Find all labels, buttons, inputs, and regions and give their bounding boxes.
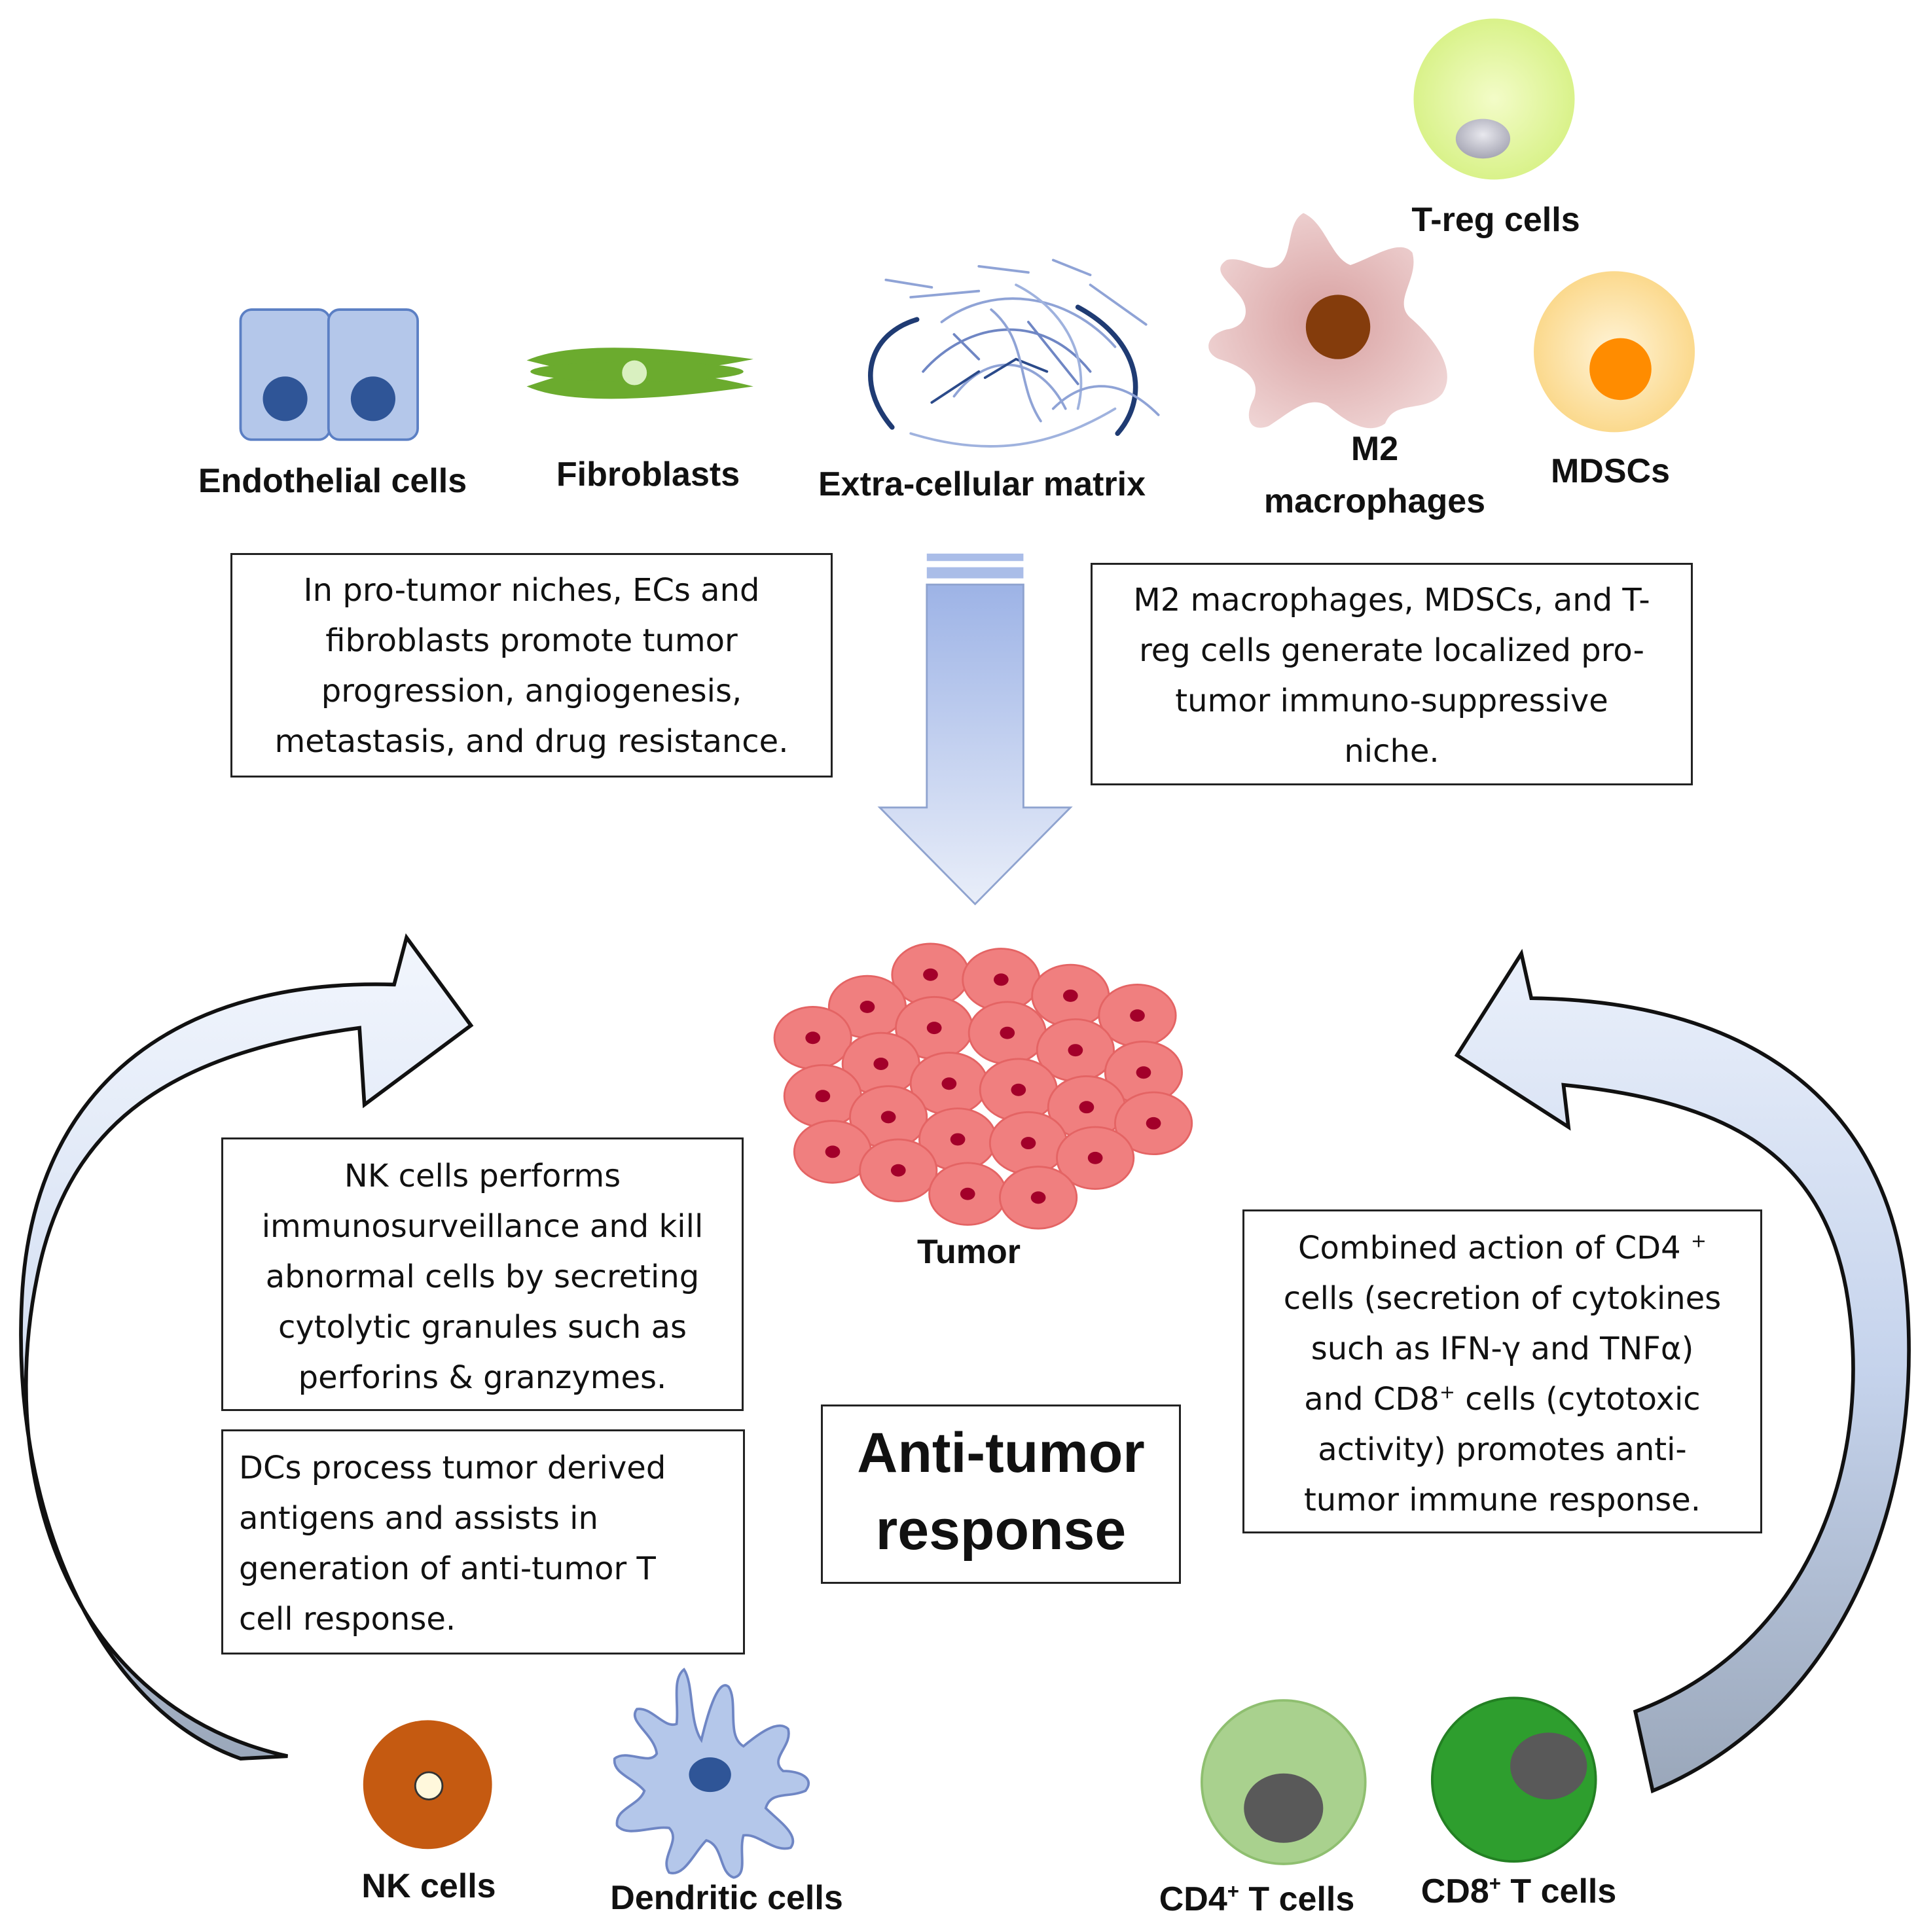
label-text: CD8 <box>1420 1872 1489 1910</box>
tumor-cell-nucleus <box>1130 1009 1145 1022</box>
superscript: + <box>1690 1229 1707 1252</box>
tumor-cell-nucleus <box>1030 1191 1046 1204</box>
box-line: cytolytic granules such as <box>278 1309 687 1346</box>
tumor-cell-nucleus <box>950 1133 966 1146</box>
tumor-cell-nucleus <box>993 973 1009 986</box>
superscript: + <box>1227 1880 1239 1903</box>
box-line: generation of anti-tumor T <box>239 1550 656 1587</box>
m2-macrophage-icon <box>1208 213 1447 429</box>
label-fibroblasts: Fibroblasts <box>556 456 740 493</box>
tumor-cell-nucleus <box>926 1022 942 1035</box>
tumor-cell-nucleus <box>1068 1044 1083 1057</box>
tumor-cell-nucleus <box>1011 1083 1026 1096</box>
box-text: Combined action of CD4 <box>1297 1230 1681 1266</box>
box-line: niche. <box>1344 733 1439 770</box>
title-line: Anti-tumor <box>857 1422 1145 1484</box>
nk-cell-function-box: NK cells performs immunosurveillance and… <box>221 1137 744 1411</box>
label-treg-cells: T-reg cells <box>1411 201 1580 239</box>
box-line: antigens and assists in <box>239 1500 598 1537</box>
box-line: cells (secretion of cytokines <box>1283 1280 1722 1317</box>
box-line: reg cells generate localized pro- <box>1139 632 1644 669</box>
superscript: + <box>1439 1380 1456 1403</box>
tumor-cell-nucleus <box>960 1187 975 1200</box>
nk-cell-icon <box>363 1720 492 1850</box>
label-m2-line2: macrophages <box>1263 482 1486 520</box>
box-line: immunosurveillance and kill <box>261 1208 704 1245</box>
box-text: cells (cytotoxic <box>1455 1381 1701 1418</box>
box-line: perforins & granzymes. <box>298 1359 667 1396</box>
cd8-t-cell-icon <box>1430 1696 1597 1863</box>
anti-tumor-response-box: Anti-tumor response <box>821 1404 1181 1584</box>
tumor-cell-nucleus <box>880 1111 896 1124</box>
endothelial-cells-icon <box>239 308 419 441</box>
tumor-cell-nucleus <box>1021 1137 1036 1150</box>
box-text: and CD8 <box>1304 1381 1439 1418</box>
ecm-icon <box>868 259 1160 448</box>
tumor-cell-nucleus <box>873 1058 889 1070</box>
fibroblast-icon <box>526 348 753 399</box>
box-line: tumor immune response. <box>1303 1482 1701 1518</box>
box-line: tumor immuno-suppressive <box>1175 683 1608 719</box>
dendritic-cell-icon <box>613 1668 810 1879</box>
box-line: M2 macrophages, MDSCs, and T- <box>1133 582 1650 618</box>
tumor-cell-nucleus <box>941 1077 957 1090</box>
tumor-cell-nucleus <box>1062 989 1078 1002</box>
down-arrow-icon <box>877 553 1073 906</box>
label-text: T cells <box>1239 1880 1355 1918</box>
box-line: metastasis, and drug resistance. <box>274 723 789 760</box>
immunosuppressive-niche-box: M2 macrophages, MDSCs, and T- reg cells … <box>1091 563 1693 785</box>
box-line: In pro-tumor niches, ECs and <box>303 572 760 609</box>
label-tumor: Tumor <box>917 1233 1021 1271</box>
tumor-cell-nucleus <box>805 1031 821 1045</box>
tumor-cell-nucleus <box>1079 1101 1095 1114</box>
mdsc-icon <box>1534 271 1695 433</box>
dendritic-cell-function-box: DCs process tumor derived antigens and a… <box>221 1429 745 1655</box>
label-text: CD4 <box>1159 1880 1227 1918</box>
box-line: such as IFN-γ and TNFα) <box>1311 1331 1694 1367</box>
box-line: abnormal cells by secreting <box>265 1259 700 1295</box>
superscript: + <box>1489 1872 1501 1895</box>
label-cd4-t-cells: CD4+ T cells <box>1113 1880 1401 1919</box>
tumor-cell-nucleus <box>859 1000 875 1013</box>
box-line: cell response. <box>239 1601 456 1637</box>
treg-cell-icon <box>1413 18 1575 180</box>
tumor-cell-nucleus <box>890 1164 906 1177</box>
box-line: fibroblasts promote tumor <box>325 622 738 659</box>
right-cycle-arrow-icon <box>1454 948 1911 1794</box>
label-text: T cells <box>1500 1872 1617 1910</box>
label-mdscs: MDSCs <box>1550 452 1671 490</box>
tumor-cell-nucleus <box>815 1090 831 1103</box>
label-m2-line1: M2 <box>1350 430 1399 468</box>
title-line: response <box>875 1499 1127 1562</box>
t-cell-function-box: Combined action of CD4 + cells (secretio… <box>1242 1209 1762 1533</box>
label-nk-cells: NK cells <box>361 1867 496 1905</box>
pro-tumor-niche-box: In pro-tumor niches, ECs and fibroblasts… <box>230 553 833 778</box>
tumor-cell-nucleus <box>1087 1151 1103 1164</box>
tumor-icon <box>773 942 1193 1230</box>
box-line: DCs process tumor derived <box>239 1450 666 1486</box>
label-endothelial-cells: Endothelial cells <box>198 462 467 500</box>
tumor-cell-nucleus <box>825 1145 841 1158</box>
box-line: and CD8+ cells (cytotoxic <box>1244 1374 1760 1425</box>
box-line: activity) promotes anti- <box>1318 1431 1687 1468</box>
box-line: Combined action of CD4 + <box>1244 1223 1760 1274</box>
label-extra-cellular-matrix: Extra-cellular matrix <box>818 465 1146 503</box>
label-cd8-t-cells: CD8+ T cells <box>1375 1872 1663 1911</box>
tumor-cell-nucleus <box>1000 1026 1015 1039</box>
box-line: progression, angiogenesis, <box>321 673 742 709</box>
tumor-cell-nucleus <box>1136 1066 1151 1079</box>
tumor-cell-nucleus <box>923 968 938 981</box>
left-cycle-arrow-icon <box>19 933 474 1761</box>
tumor-cell-nucleus <box>1146 1117 1161 1130</box>
box-line: NK cells performs <box>344 1158 621 1194</box>
cd4-t-cell-icon <box>1200 1699 1367 1865</box>
label-dendritic-cells: Dendritic cells <box>610 1879 843 1917</box>
